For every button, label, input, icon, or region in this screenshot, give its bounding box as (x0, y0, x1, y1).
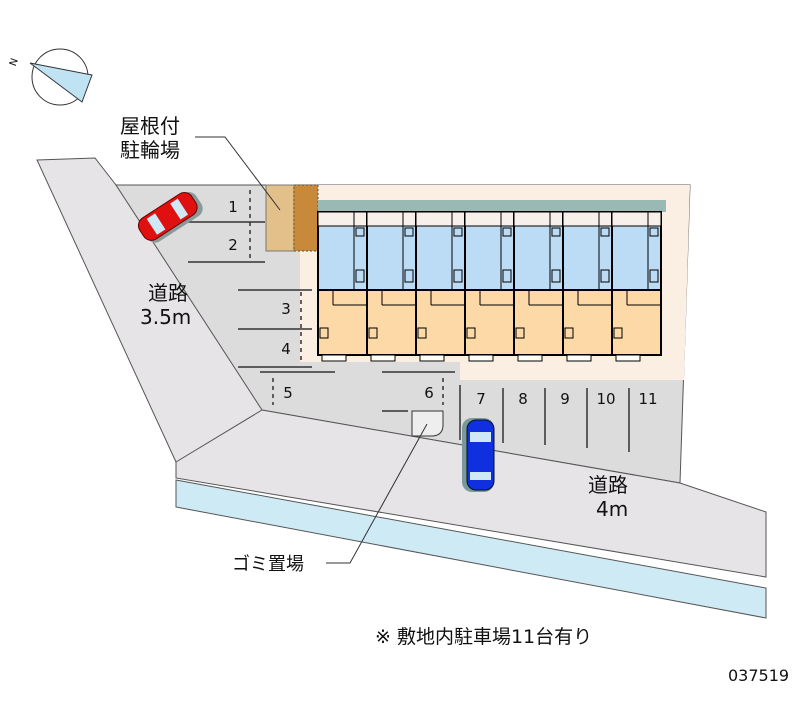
left-road-width: 3.5m (140, 305, 191, 329)
parking-spot-number: 9 (560, 390, 570, 408)
compass-icon: N (8, 48, 93, 106)
apartment-unit (366, 211, 417, 362)
parking-spot-number: 3 (281, 300, 291, 318)
front-road-label: 道路 (588, 473, 628, 497)
blue-car-icon (462, 418, 495, 492)
parking-spot-number: 4 (281, 340, 291, 358)
bike-parking-structure (265, 184, 295, 252)
parking-spot-number: 11 (638, 390, 657, 408)
svg-text:N: N (8, 57, 21, 68)
water-channel (175, 479, 767, 619)
parking-numbers: 1 2 3 4 5 6 7 8 9 10 11 (228, 198, 657, 408)
apartment-unit (464, 211, 515, 362)
parking-dividers (249, 190, 444, 405)
bike-parking-roof (293, 184, 319, 252)
parking-spot-number: 6 (424, 384, 434, 402)
bike-parking-label-2: 駐輪場 (120, 138, 180, 162)
bike-parking-leader (195, 136, 281, 211)
parking-note: ※ 敷地内駐車場11台有り (375, 626, 592, 648)
parking-spot-number: 7 (476, 390, 486, 408)
parking-spot-number: 10 (596, 390, 615, 408)
apartment-unit (317, 211, 368, 362)
parking-spot-number: 2 (228, 236, 238, 254)
apartment-building (317, 200, 666, 362)
building-corridor (318, 200, 666, 212)
red-car-icon (137, 192, 203, 243)
front-road-width: 4m (596, 497, 628, 521)
apartment-unit (415, 211, 466, 362)
garbage-leader (326, 423, 428, 564)
garbage-area (411, 410, 444, 437)
property-id: 037519 (728, 666, 789, 685)
front-road (175, 409, 767, 578)
parking-spot-number: 1 (228, 198, 238, 216)
garbage-label: ゴミ置場 (232, 554, 304, 575)
parking-lines (188, 221, 630, 452)
apartment-unit (513, 211, 564, 362)
bike-parking-label: 屋根付 (120, 114, 180, 138)
left-road-label: 道路 (148, 281, 188, 305)
apartment-unit (562, 211, 613, 362)
parking-spot-number: 8 (518, 390, 528, 408)
apartment-unit (611, 211, 662, 362)
parking-spot-number: 5 (283, 384, 293, 402)
